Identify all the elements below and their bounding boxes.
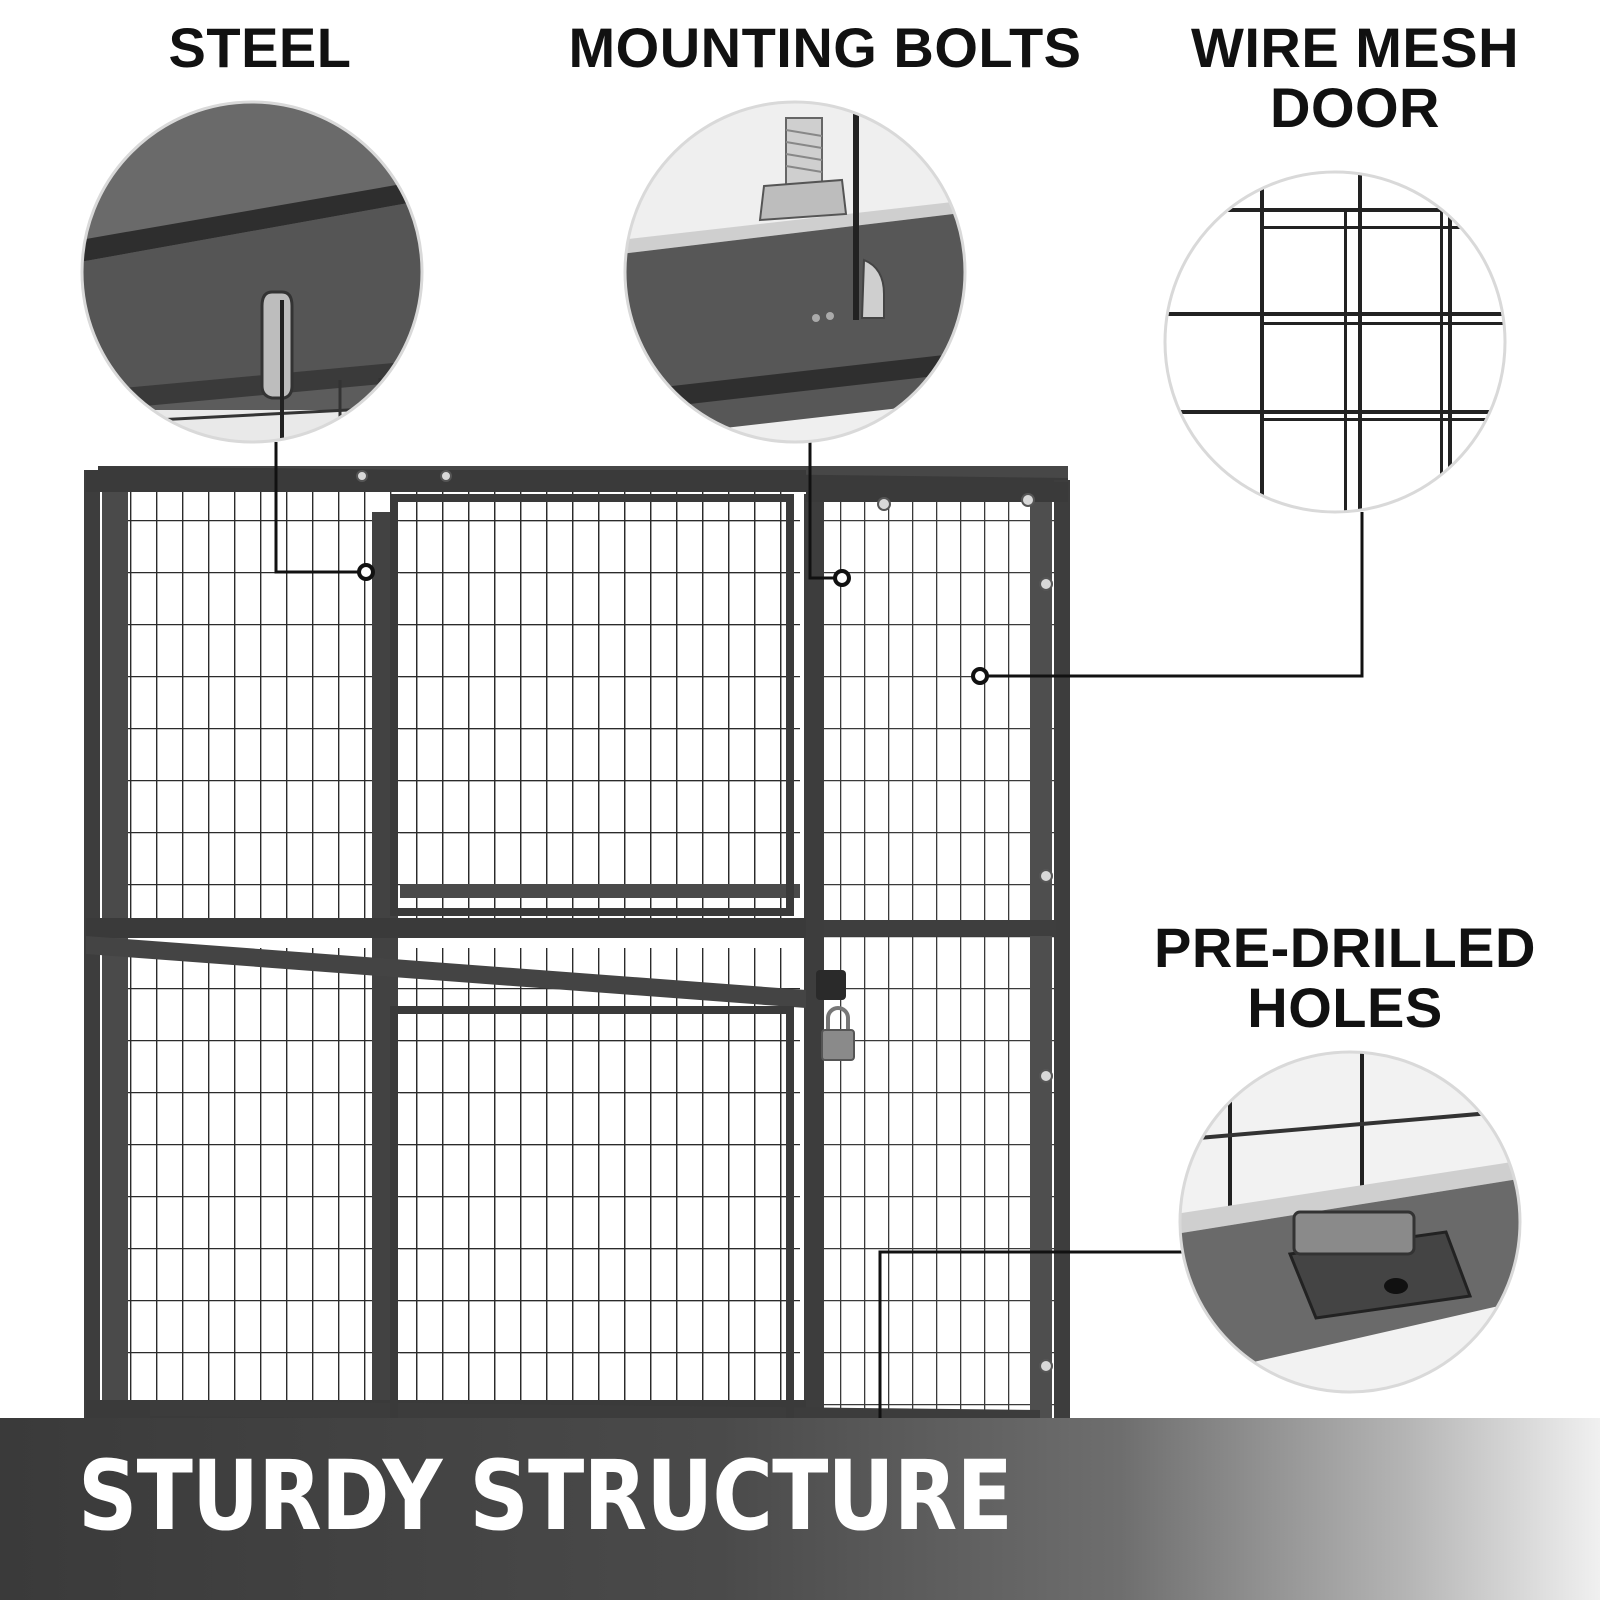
pre-drilled-holes-detail-circle <box>1178 1050 1522 1394</box>
mounting-bolts-label: MOUNTING BOLTS <box>568 16 1082 79</box>
storage-cabinet <box>84 466 1070 1590</box>
mounting-bolts-detail-circle <box>623 100 967 444</box>
steel-label: STEEL <box>168 16 352 79</box>
bottom-banner <box>0 1418 1600 1600</box>
callout-lines <box>274 442 1364 1457</box>
steel-detail-circle <box>80 100 424 444</box>
wire-mesh-label-line1: WIRE MESH <box>1190 16 1520 79</box>
wire-mesh-label-line2: DOOR <box>1270 76 1440 140</box>
banner-title: STURDY STRUCTURE <box>78 1440 1013 1552</box>
wire-mesh-detail-circle <box>1163 170 1507 514</box>
wire-mesh-door-label: WIRE MESH DOOR <box>1150 16 1560 140</box>
bolt-icon <box>356 470 1053 1373</box>
padlock-icon <box>816 970 855 1061</box>
pre-drilled-holes-label: PRE-DRILLED HOLES <box>1130 916 1560 1040</box>
pre-drilled-label-line1: PRE-DRILLED <box>1154 916 1536 979</box>
pre-drilled-label-line2: HOLES <box>1247 976 1443 1040</box>
